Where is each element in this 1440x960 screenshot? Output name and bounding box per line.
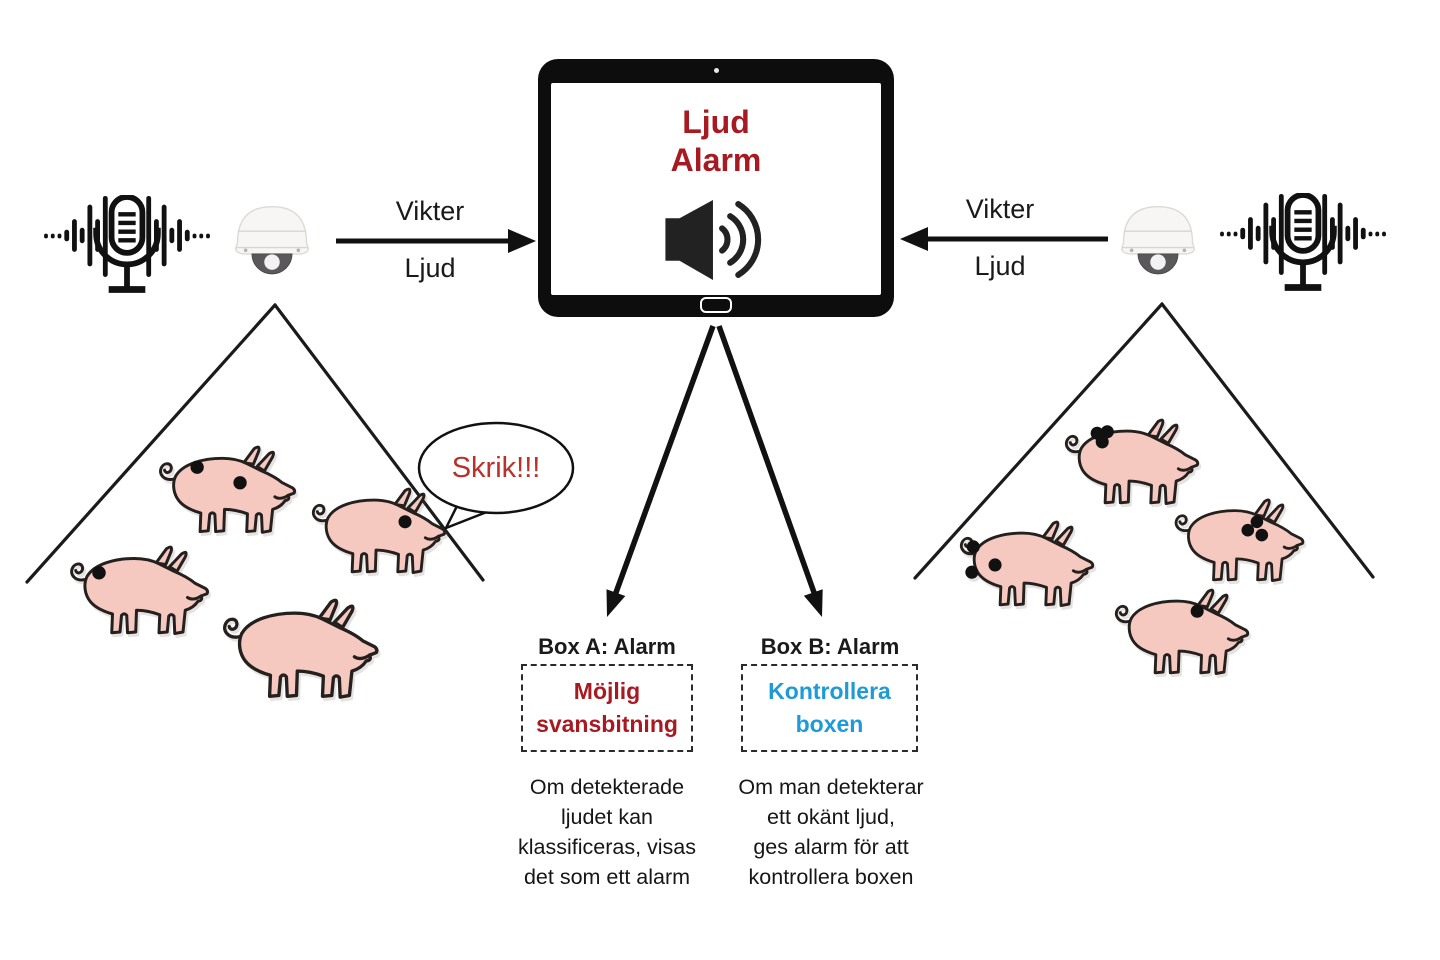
box-a-label-line2: svansbitning	[536, 711, 678, 737]
dome-camera-icon	[234, 205, 310, 275]
waveform-bars	[44, 195, 210, 277]
right-arrow-label-bottom: Ljud	[974, 251, 1026, 281]
pen-boundary-lines	[25, 302, 1375, 584]
right-arrow-label-top: Vikter	[965, 194, 1035, 224]
speaker-volume-icon	[665, 197, 767, 288]
left-arrow-label-bottom: Ljud	[404, 253, 456, 283]
microphone-waveform-icon	[44, 195, 210, 293]
box-b-heading: Box B: Alarm	[760, 634, 900, 659]
box-b-label-line2: boxen	[795, 711, 864, 737]
box-a-heading: Box A: Alarm	[538, 634, 676, 659]
box-b-label-line1: Kontrollera	[768, 678, 891, 704]
arrow-left-to-screen	[336, 229, 536, 253]
box-b-description: Om man detekterar ett okänt ljud, ges al…	[738, 775, 924, 889]
left-arrow-label-top: Vikter	[395, 196, 465, 226]
arrow-screen-to-box-a	[606, 325, 716, 617]
box-a-label-line1: Möjlig	[573, 678, 641, 704]
alarm-title-line1: Ljud	[682, 104, 750, 140]
arrow-screen-to-box-b	[716, 325, 823, 617]
microphone-body	[93, 195, 161, 293]
box-b-alarm-label: Kontrollera boxen	[741, 664, 918, 752]
dome-camera-icon	[1120, 205, 1196, 275]
tablet-home-button	[700, 297, 732, 313]
microphone-body	[1269, 193, 1337, 291]
arrow-right-to-screen	[900, 227, 1108, 251]
speech-bubble-text: Skrik!!!	[451, 452, 541, 484]
microphone-waveform-icon	[1220, 193, 1386, 291]
tablet-camera-dot	[714, 68, 719, 73]
box-a-alarm-label: Möjlig svansbitning	[521, 664, 693, 752]
tablet-screen: Ljud Alarm	[551, 83, 881, 295]
tablet-device: Ljud Alarm	[538, 59, 894, 317]
box-a-description: Om detekterade ljudet kan klassificeras,…	[517, 775, 696, 889]
speech-bubble	[417, 421, 575, 530]
alarm-title-line2: Alarm	[670, 142, 762, 178]
